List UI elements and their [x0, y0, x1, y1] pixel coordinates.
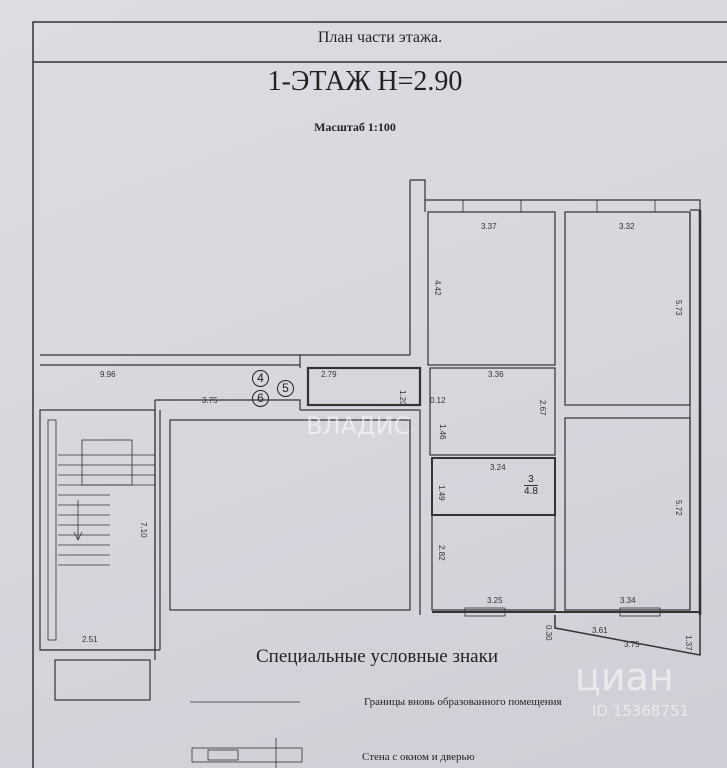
dimension: 3.34 — [620, 596, 636, 605]
legend-title: Специальные условные знаки — [256, 646, 498, 667]
room-left-large — [169, 419, 411, 611]
dimension: 1.46 — [438, 424, 447, 440]
dimension: 2.79 — [321, 370, 337, 379]
dimension: 0.12 — [430, 396, 446, 405]
dimension: 2.67 — [538, 400, 547, 416]
room-lower-middle — [431, 514, 556, 611]
room-upper-left — [427, 211, 556, 366]
room-lower-right — [564, 417, 691, 611]
dimension: 3.32 — [619, 222, 635, 231]
dimension: 1.37 — [684, 635, 693, 651]
agency-watermark: ВЛАДИС — [306, 412, 411, 440]
upper-wing-wall — [409, 179, 701, 355]
room-corridor-right — [429, 367, 556, 456]
listing-id-watermark: ID 15368751 — [592, 702, 690, 720]
dimension: 5.73 — [674, 300, 683, 316]
window — [596, 199, 656, 213]
floor-heading: 1-ЭТАЖ H=2.90 — [267, 66, 463, 97]
dimension: 3.25 — [487, 596, 503, 605]
dimension: 3.75 — [202, 396, 218, 405]
dimension: 3.24 — [490, 463, 506, 472]
dimension: 4.42 — [433, 280, 442, 296]
dimension: 2.82 — [437, 545, 446, 561]
room-upper-right — [564, 211, 691, 406]
dimension: 3.75 — [624, 640, 640, 649]
room-5 — [306, 366, 422, 407]
stair-bottom-box — [54, 659, 151, 701]
dimension: 3.36 — [488, 370, 504, 379]
corridor-wall — [40, 354, 410, 368]
dimension: 9.96 — [100, 370, 116, 379]
portal-watermark: циан — [575, 655, 674, 699]
dimension: 3.37 — [481, 222, 497, 231]
dimension: 7.10 — [139, 522, 148, 538]
room-area: 4.8 — [524, 486, 538, 497]
legend-wall-symbol — [191, 738, 303, 768]
dimension: 1.49 — [437, 485, 446, 501]
scale-label: Масштаб 1:100 — [314, 120, 396, 134]
title: План части этажа. — [317, 29, 443, 46]
stairs-icon — [58, 439, 155, 566]
dimension: 3.61 — [592, 626, 608, 635]
window — [619, 607, 661, 617]
triangle-room — [554, 615, 701, 656]
dimension: 2.51 — [82, 635, 98, 644]
room-3-label: 3 4.8 — [524, 474, 538, 497]
dimension: 0.30 — [544, 625, 553, 641]
legend-item-wall: Стена с окном и дверью — [362, 751, 475, 763]
marker-6: 6 — [252, 390, 269, 407]
room-number: 3 — [524, 474, 538, 486]
marker-4: 4 — [252, 370, 269, 387]
window — [462, 199, 522, 213]
legend-item-boundary: Границы вновь образованного помещения — [364, 696, 562, 708]
marker-5: 5 — [277, 380, 294, 397]
dimension: 5.72 — [674, 500, 683, 516]
window — [464, 607, 506, 617]
dimension: 1.20 — [398, 390, 407, 406]
stair-section — [39, 409, 156, 651]
document-frame — [32, 21, 727, 768]
